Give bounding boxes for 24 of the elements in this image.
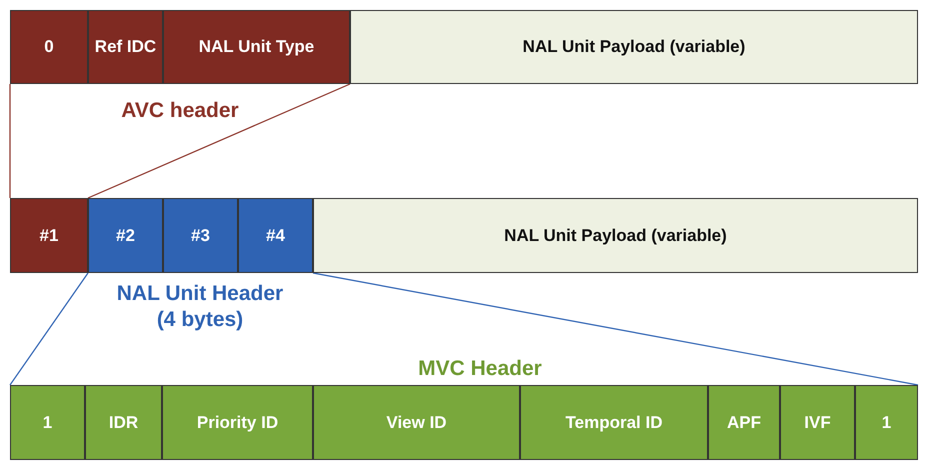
expansion-line [10,272,88,386]
header-field: IDR [85,385,162,460]
header-field: #3 [163,198,238,273]
expansion-line [312,272,918,386]
header-field: NAL Unit Payload (variable) [313,198,918,273]
header-field: 1 [855,385,918,460]
section-caption: NAL Unit Header (4 bytes) [116,281,284,334]
expansion-line [9,84,11,198]
expansion-line [88,83,350,199]
header-field: #4 [238,198,313,273]
header-field: View ID [313,385,520,460]
header-field: 1 [10,385,85,460]
header-field: NAL Unit Payload (variable) [350,10,918,84]
header-field: 0 [10,10,88,84]
header-field: APF [708,385,780,460]
header-field: Priority ID [162,385,313,460]
header-field: Temporal ID [520,385,708,460]
header-field: #2 [88,198,163,273]
header-field: NAL Unit Type [163,10,350,84]
header-field: Ref IDC [88,10,163,84]
header-field: #1 [10,198,88,273]
section-caption: MVC Header [417,356,543,382]
section-caption: AVC header [120,98,240,124]
header-field: IVF [780,385,855,460]
